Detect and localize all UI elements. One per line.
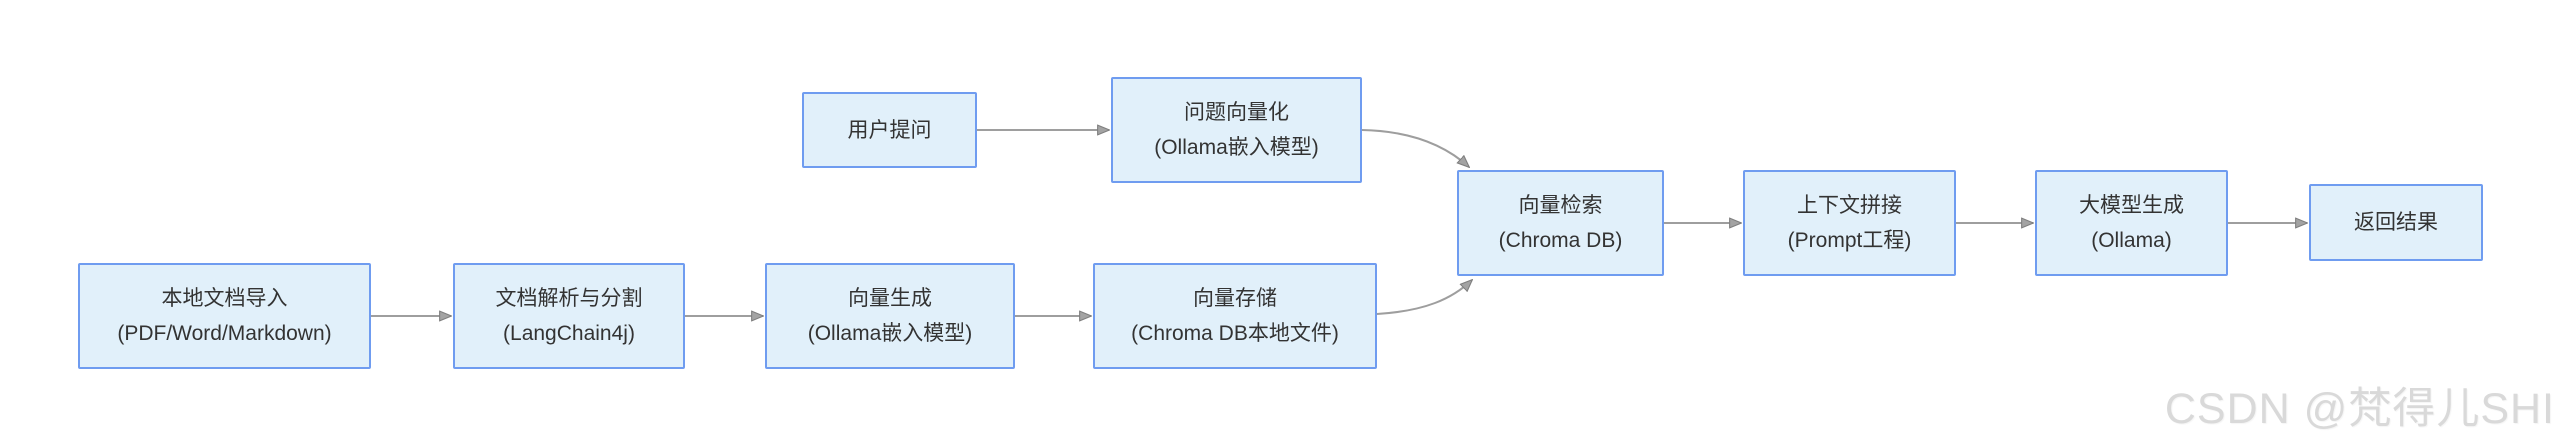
edge-vector-store-to-vector-search: [1376, 280, 1472, 315]
node-label: 向量存储: [1193, 287, 1277, 310]
flow-node-context-concat: 上下文拼接 (Prompt工程): [1743, 170, 1956, 276]
node-label: 向量生成: [848, 287, 932, 310]
node-label: 向量检索: [1518, 194, 1603, 217]
node-label: (Chroma DB本地文件): [1131, 322, 1339, 345]
node-label: 本地文档导入: [161, 287, 288, 310]
flow-node-doc-parse-split: 文档解析与分割 (LangChain4j): [453, 263, 685, 369]
node-label: (LangChain4j): [503, 322, 635, 345]
node-label: (Ollama): [2091, 229, 2172, 252]
flow-node-vector-search: 向量检索 (Chroma DB): [1457, 170, 1664, 276]
flow-node-vector-generate: 向量生成 (Ollama嵌入模型): [765, 263, 1015, 369]
flow-node-llm-generate: 大模型生成 (Ollama): [2035, 170, 2228, 276]
flow-node-return-result: 返回结果: [2309, 184, 2483, 261]
csdn-watermark: CSDN @梵得儿SHI: [2164, 385, 2555, 433]
node-label: 问题向量化: [1184, 101, 1289, 124]
node-label: (PDF/Word/Markdown): [117, 322, 332, 345]
node-label: (Ollama嵌入模型): [1154, 136, 1319, 159]
flow-node-vector-store: 向量存储 (Chroma DB本地文件): [1093, 263, 1377, 369]
node-label: 用户提问: [847, 118, 932, 142]
node-label: 大模型生成: [2079, 194, 2184, 217]
node-label: (Chroma DB): [1498, 229, 1623, 252]
node-label: 返回结果: [2354, 211, 2438, 234]
flow-node-local-doc-import: 本地文档导入 (PDF/Word/Markdown): [78, 263, 371, 369]
edge-question-vectorize-to-vector-search: [1361, 129, 1469, 167]
flow-node-user-question: 用户提问: [802, 92, 977, 168]
node-label: 上下文拼接: [1797, 194, 1902, 217]
node-label: 文档解析与分割: [495, 287, 643, 310]
node-label: (Prompt工程): [1787, 229, 1912, 252]
flow-node-question-vectorize: 问题向量化 (Ollama嵌入模型): [1111, 77, 1362, 183]
node-label: (Ollama嵌入模型): [807, 322, 973, 345]
